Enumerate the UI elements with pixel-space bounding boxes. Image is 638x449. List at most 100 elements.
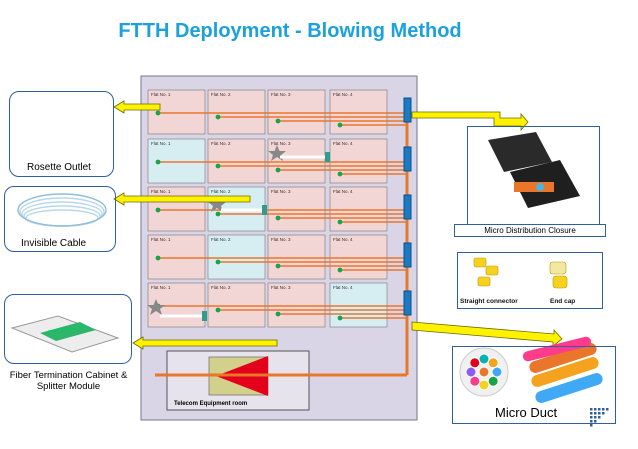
outlet-dot xyxy=(337,267,343,273)
outlet-dot xyxy=(215,211,221,217)
flat-cell xyxy=(267,234,326,280)
logo-dot xyxy=(602,412,605,415)
outlet-dot xyxy=(275,118,281,124)
logo-dot xyxy=(594,416,597,419)
flat-label: Flat No. 4 xyxy=(333,141,353,146)
outlet-dot xyxy=(275,263,281,269)
flat-label: Flat No. 1 xyxy=(151,237,171,242)
flat-cell xyxy=(267,138,326,184)
star-icon xyxy=(208,196,226,212)
duct-tube xyxy=(469,357,481,369)
yellow-arrows xyxy=(113,100,563,350)
duct-logo xyxy=(590,408,609,427)
arrow-to-duct xyxy=(411,321,563,347)
cable-frame xyxy=(4,186,116,252)
duct-tube xyxy=(478,353,490,365)
logo-dot xyxy=(590,420,593,423)
distribution-joint xyxy=(403,97,412,123)
distribution-joint xyxy=(403,290,412,316)
flat-label: Flat No. 2 xyxy=(211,141,231,146)
flat-label: Flat No. 4 xyxy=(333,189,353,194)
duct-label: Micro Duct xyxy=(495,405,558,420)
page-title: FTTH Deployment - Blowing Method xyxy=(118,20,462,42)
outlet-dot xyxy=(155,255,161,261)
arrow-to-rosette xyxy=(113,100,161,114)
flat-label: Flat No. 3 xyxy=(271,141,291,146)
outlet-dot xyxy=(215,259,221,265)
duct-tube xyxy=(465,366,477,378)
flat-label: Flat No. 2 xyxy=(211,92,231,97)
cable-label: Invisible Cable xyxy=(21,238,87,249)
logo-dot xyxy=(594,408,597,411)
flat-label: Flat No. 1 xyxy=(151,92,171,97)
end-cap-label: End cap xyxy=(550,298,576,305)
flat-label: Flat No. 2 xyxy=(211,285,231,290)
straight-connector-label: Straight connector xyxy=(460,298,518,305)
outlet-dot xyxy=(155,159,161,165)
flat-label: Flat No. 3 xyxy=(271,189,291,194)
fiber-lines xyxy=(155,110,407,321)
outlet-dot xyxy=(215,163,221,169)
duct-frame xyxy=(452,346,616,424)
logo-dot xyxy=(598,416,601,419)
logo-dot xyxy=(602,408,605,411)
flat-label: Flat No. 4 xyxy=(333,285,353,290)
flat-label: Flat No. 1 xyxy=(151,141,171,146)
flat-cell xyxy=(207,282,266,328)
telecom-room-label: Telecom Equipment room xyxy=(174,401,248,407)
micro-duct-picture xyxy=(459,336,603,403)
cable-connector xyxy=(262,205,267,215)
connectors-picture xyxy=(473,257,568,289)
outlet-dot xyxy=(337,219,343,225)
flat-label: Flat No. 2 xyxy=(211,189,231,194)
duct-tube xyxy=(478,379,490,391)
fiber-cabinet-label: Fiber Termination Cabinet & Splitter Mod… xyxy=(9,370,128,392)
logo-dot xyxy=(598,408,601,411)
flat-label: Flat No. 4 xyxy=(333,92,353,97)
closure-frame xyxy=(467,126,600,236)
logo-dot xyxy=(590,424,593,427)
duct-tube xyxy=(469,375,481,387)
logo-dot xyxy=(594,420,597,423)
star-icon xyxy=(147,299,165,315)
closure-picture xyxy=(488,132,580,208)
outlet-dot xyxy=(337,122,343,128)
logo-dot xyxy=(598,412,601,415)
duct-tube xyxy=(491,366,503,378)
outlet-dot xyxy=(275,167,281,173)
closure-label: Micro Distribution Closure xyxy=(454,224,606,237)
cable-coil-picture xyxy=(17,193,107,227)
outlet-dot xyxy=(275,215,281,221)
flat-label: Flat No. 3 xyxy=(271,285,291,290)
duct-tube xyxy=(478,366,490,378)
distribution-joint xyxy=(403,146,412,172)
logo-dot xyxy=(590,412,593,415)
rosette-frame xyxy=(9,91,114,177)
flat-cell xyxy=(267,186,326,232)
outlet-dot xyxy=(337,315,343,321)
rosette-label: Rosette Outlet xyxy=(27,162,91,173)
outlet-dot xyxy=(155,207,161,213)
duct-tube xyxy=(487,357,499,369)
flat-label: Flat No. 1 xyxy=(151,285,171,290)
arrow-to-cable xyxy=(113,192,251,206)
fiber-cabinet-picture xyxy=(10,315,120,353)
fiber-cabinet-frame xyxy=(4,294,132,364)
flat-label: Flat No. 4 xyxy=(333,237,353,242)
flat-label: Flat No. 2 xyxy=(211,237,231,242)
logo-dot xyxy=(594,412,597,415)
logo-dot xyxy=(590,408,593,411)
logo-dot xyxy=(590,416,593,419)
flat-cell xyxy=(267,89,326,135)
cable-connector xyxy=(202,311,207,321)
flat-label: Flat No. 3 xyxy=(271,92,291,97)
outlet-dot xyxy=(215,307,221,313)
flat-label: Flat No. 1 xyxy=(151,189,171,194)
flat-cell xyxy=(267,282,326,328)
outlet-dot xyxy=(337,171,343,177)
outlet-dot xyxy=(275,311,281,317)
connectors-frame xyxy=(457,252,603,309)
distribution-joints xyxy=(403,97,412,316)
logo-dot xyxy=(606,408,609,411)
flat-cell xyxy=(207,138,266,184)
